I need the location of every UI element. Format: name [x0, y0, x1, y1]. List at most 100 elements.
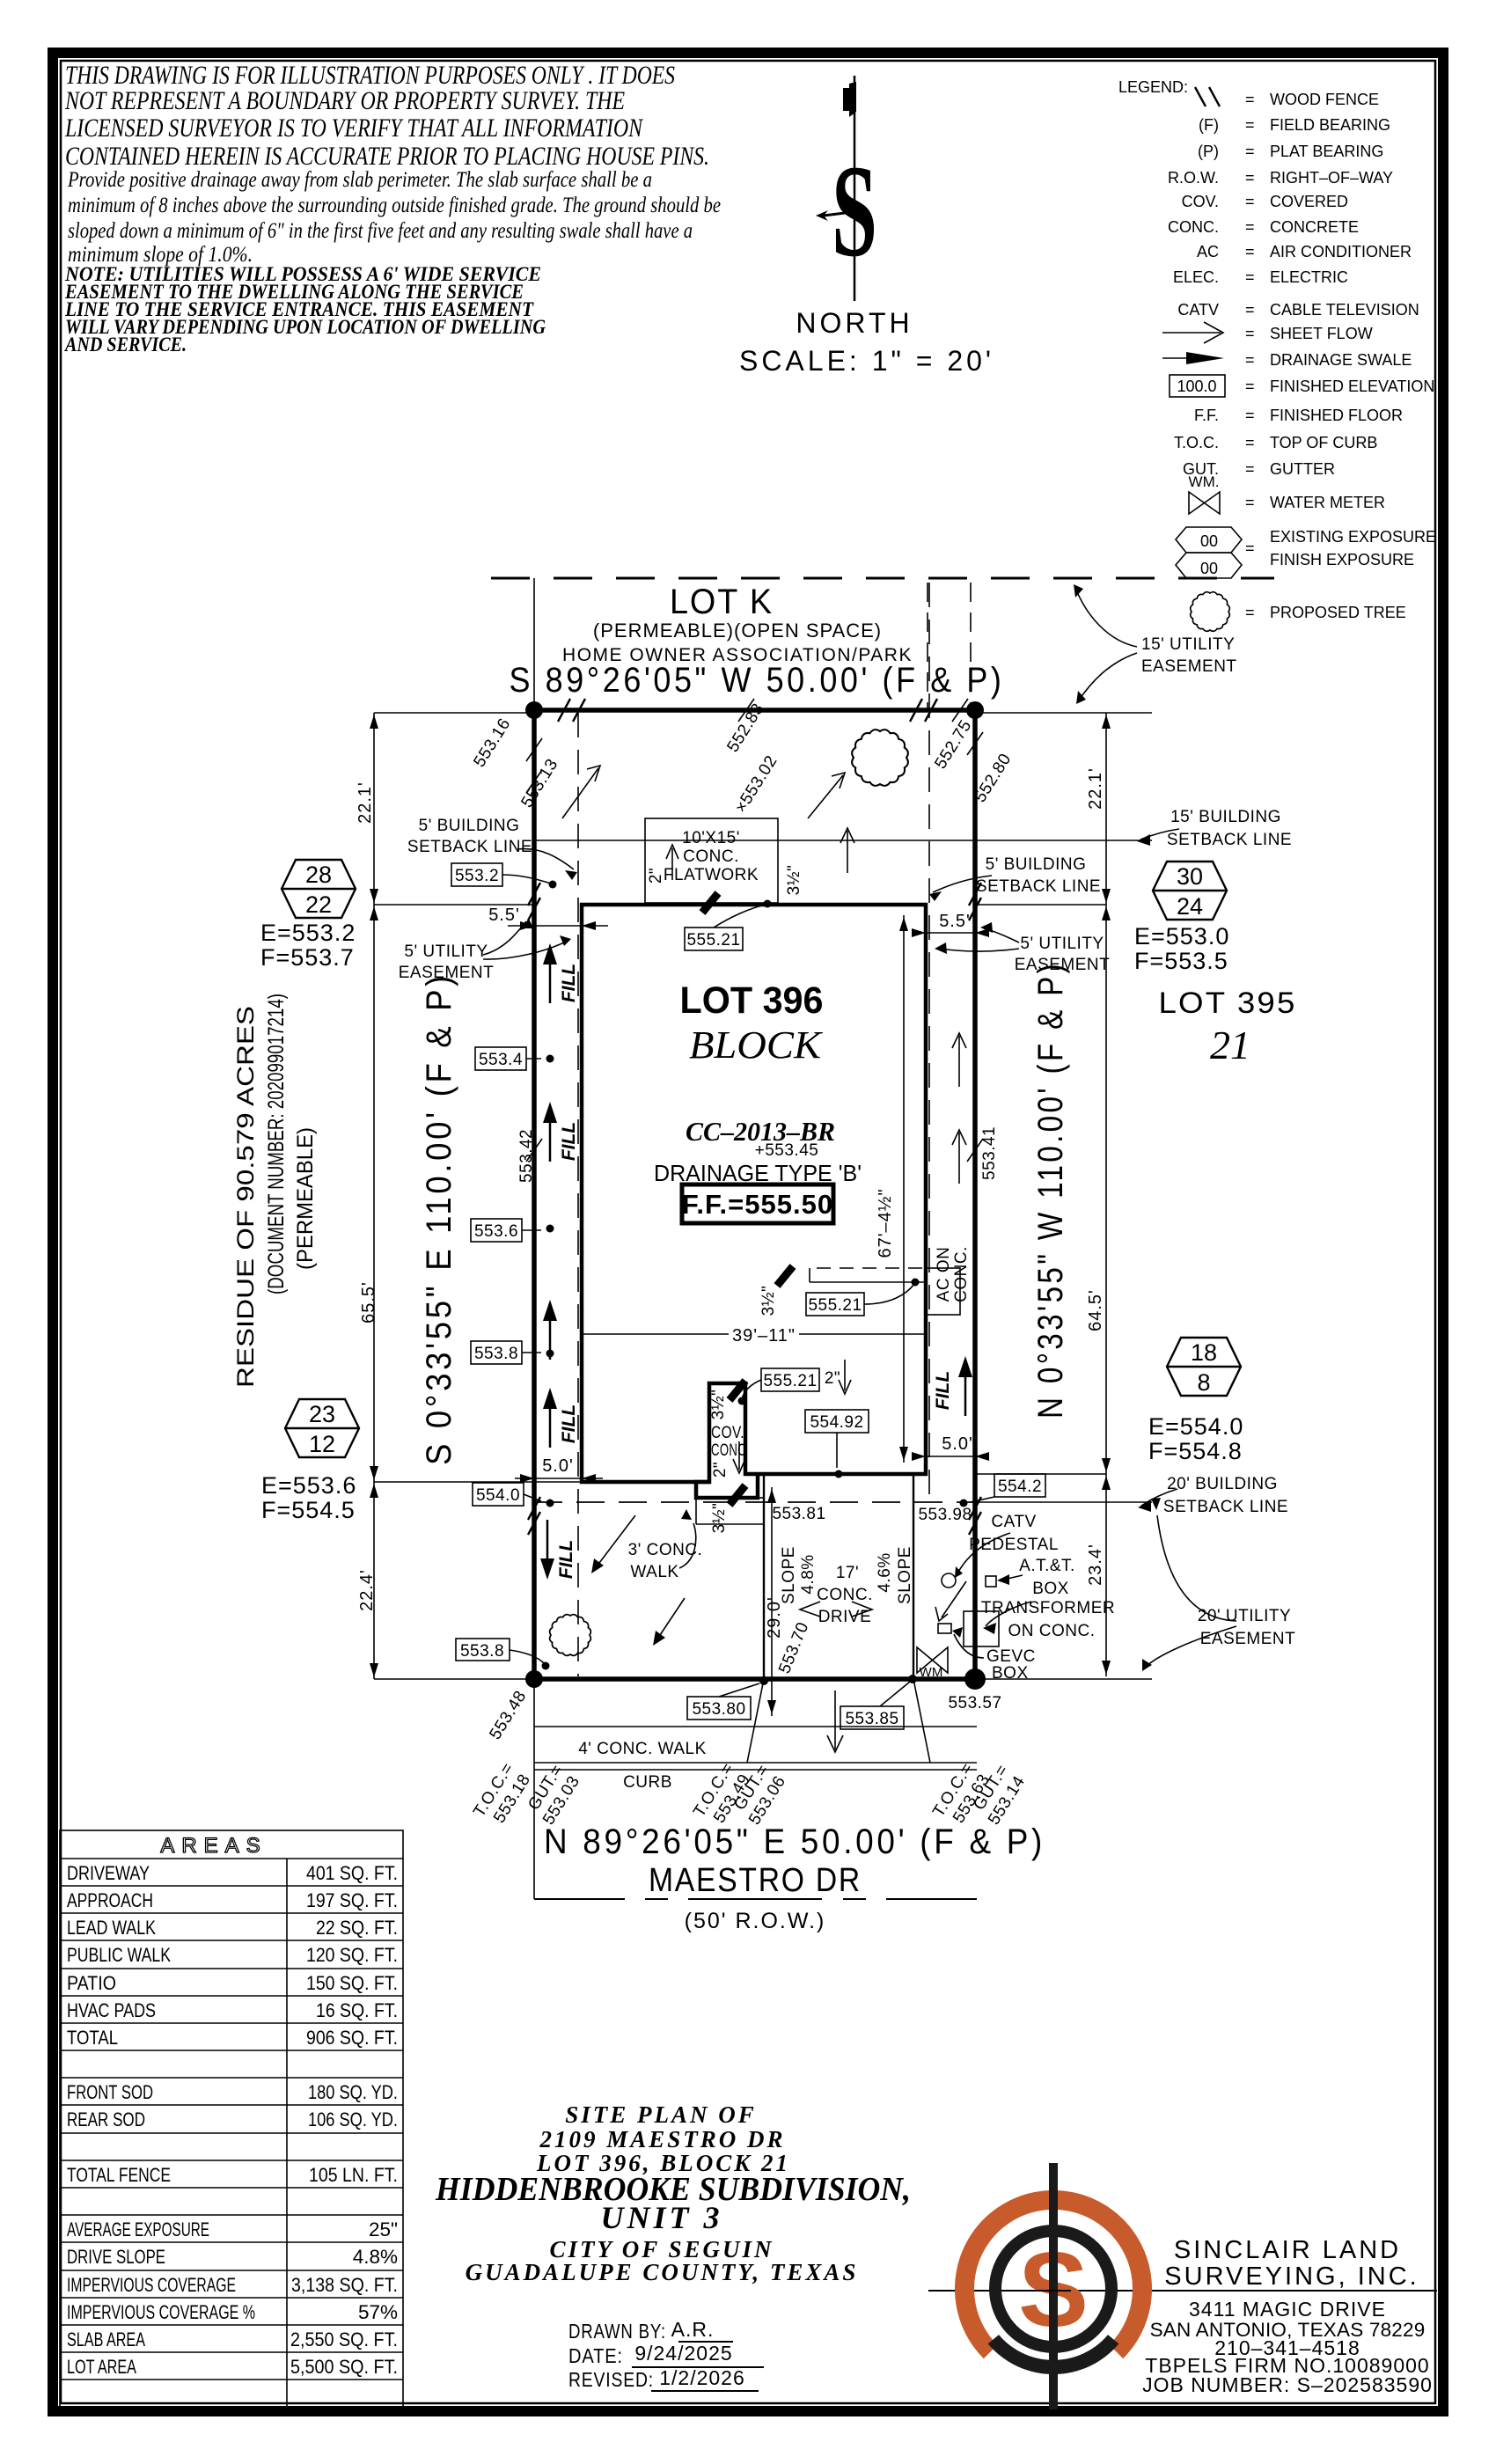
svg-text:SINCLAIR LAND: SINCLAIR LAND [1174, 2236, 1401, 2264]
svg-text:3½": 3½" [710, 1503, 729, 1534]
svg-text:DRAWN BY:: DRAWN BY: [568, 2320, 666, 2343]
svg-text:SETBACK LINE: SETBACK LINE [1163, 1498, 1288, 1516]
svg-text:3,138 SQ. FT.: 3,138 SQ. FT. [291, 2274, 398, 2296]
svg-text:(DOCUMENT NUMBER: 202099017214: (DOCUMENT NUMBER: 202099017214) [264, 994, 289, 1294]
svg-text:DRAINAGE SWALE: DRAINAGE SWALE [1270, 351, 1412, 369]
svg-text:553.4: 553.4 [479, 1051, 523, 1069]
svg-text:LINE TO THE SERVICE ENTRANCE.: LINE TO THE SERVICE ENTRANCE. THIS EASEM… [64, 298, 534, 320]
svg-text:FILL: FILL [556, 1540, 576, 1579]
svg-text:12: 12 [309, 1431, 335, 1457]
svg-text:24: 24 [1177, 893, 1203, 920]
svg-text:FINISHED FLOOR: FINISHED FLOOR [1270, 407, 1403, 424]
svg-text:3½": 3½" [709, 1390, 728, 1420]
svg-text:2": 2" [647, 868, 665, 884]
svg-text:COV.: COV. [1182, 193, 1219, 210]
svg-text:minimum slope of 1.0%.: minimum slope of 1.0%. [68, 243, 253, 267]
svg-text:552.75: 552.75 [931, 717, 975, 773]
svg-text:SLAB AREA: SLAB AREA [67, 2328, 145, 2350]
svg-text:553.42: 553.42 [517, 1129, 536, 1183]
svg-text:WM.: WM. [1189, 473, 1220, 490]
svg-text:×553.02: ×553.02 [731, 752, 781, 817]
svg-text:SHEET FLOW: SHEET FLOW [1270, 325, 1373, 342]
svg-text:SLOPE: SLOPE [896, 1546, 914, 1604]
svg-text:+553.45: +553.45 [755, 1141, 819, 1160]
svg-text:WM: WM [920, 1665, 943, 1680]
svg-text:HOME OWNER ASSOCIATION/PARK: HOME OWNER ASSOCIATION/PARK [562, 645, 913, 665]
svg-text:210–341–4518: 210–341–4518 [1214, 2336, 1360, 2359]
svg-text:25": 25" [369, 2218, 398, 2240]
svg-text:21: 21 [1210, 1023, 1250, 1067]
svg-text:39'–11": 39'–11" [732, 1326, 796, 1346]
svg-text:AIR CONDITIONER: AIR CONDITIONER [1270, 243, 1412, 260]
svg-text:CONC.: CONC. [952, 1246, 971, 1302]
svg-text:553.57: 553.57 [948, 1694, 1001, 1712]
svg-text:=: = [1245, 268, 1255, 286]
svg-text:100.0: 100.0 [1177, 378, 1216, 395]
svg-text:SETBACK LINE: SETBACK LINE [407, 838, 532, 856]
svg-text:106 SQ. YD.: 106 SQ. YD. [308, 2108, 398, 2130]
svg-text:A.T.&T.: A.T.&T. [1019, 1557, 1075, 1575]
svg-text:EXISTING EXPOSURE: EXISTING EXPOSURE [1270, 528, 1436, 546]
svg-text:15' UTILITY: 15' UTILITY [1141, 635, 1235, 654]
svg-text:CONC.: CONC. [817, 1586, 873, 1604]
svg-text:sloped down a minimum of 6" in: sloped down a minimum of 6" in the first… [68, 219, 693, 243]
svg-text:20' UTILITY: 20' UTILITY [1198, 1607, 1291, 1625]
svg-text:=: = [1245, 143, 1255, 160]
svg-text:22 SQ. FT.: 22 SQ. FT. [316, 1917, 398, 1939]
svg-text:LEGEND:: LEGEND: [1118, 78, 1188, 96]
svg-text:COV.: COV. [711, 1424, 744, 1442]
svg-text:3411 MAGIC DRIVE: 3411 MAGIC DRIVE [1189, 2298, 1386, 2321]
svg-text:GEVC: GEVC [986, 1647, 1036, 1666]
svg-text:67'–4½": 67'–4½" [876, 1188, 895, 1258]
svg-text:9/24/2025: 9/24/2025 [634, 2342, 732, 2365]
svg-text:LICENSED SURVEYOR IS TO VERIFY: LICENSED SURVEYOR IS TO VERIFY THAT ALL … [64, 114, 643, 143]
svg-text:Provide positive drainage away: Provide positive drainage away from slab… [67, 168, 652, 192]
svg-text:AC: AC [1197, 243, 1219, 260]
svg-text:22.4': 22.4' [357, 1569, 377, 1611]
svg-text:NORTH: NORTH [796, 307, 913, 339]
svg-text:BOX: BOX [1032, 1580, 1069, 1598]
svg-text:4.6%: 4.6% [876, 1552, 894, 1592]
svg-text:PEDESTAL: PEDESTAL [969, 1536, 1059, 1554]
svg-text:28: 28 [305, 862, 332, 888]
svg-text:WOOD FENCE: WOOD FENCE [1270, 91, 1379, 108]
svg-text:5.5': 5.5' [488, 906, 520, 925]
svg-text:TOTAL FENCE: TOTAL FENCE [67, 2164, 171, 2186]
svg-text:2": 2" [711, 1462, 730, 1478]
svg-text:(PERMEABLE)(OPEN SPACE): (PERMEABLE)(OPEN SPACE) [593, 620, 882, 642]
svg-text:553.48: 553.48 [486, 1688, 530, 1743]
svg-text:22: 22 [305, 891, 332, 918]
svg-text:CATV: CATV [1177, 301, 1219, 319]
svg-text:A.R.: A.R. [671, 2318, 715, 2341]
svg-text:CONTAINED HEREIN IS ACCURATE P: CONTAINED HEREIN IS ACCURATE PRIOR TO PL… [65, 142, 709, 171]
svg-text:5,500 SQ. FT.: 5,500 SQ. FT. [290, 2356, 398, 2378]
svg-text:20' BUILDING: 20' BUILDING [1167, 1475, 1278, 1493]
svg-text:554.0: 554.0 [476, 1486, 520, 1505]
svg-text:REAR SOD: REAR SOD [67, 2108, 145, 2130]
svg-text:64.5': 64.5' [1086, 1289, 1105, 1331]
svg-text:=: = [1245, 301, 1255, 319]
svg-text:=: = [1245, 218, 1255, 236]
svg-text:PROPOSED TREE: PROPOSED TREE [1270, 604, 1406, 621]
svg-text:=: = [1245, 539, 1255, 557]
svg-text:CATV: CATV [991, 1513, 1036, 1531]
svg-text:180 SQ. YD.: 180 SQ. YD. [308, 2081, 398, 2103]
svg-text:FINISHED ELEVATION: FINISHED ELEVATION [1270, 378, 1434, 395]
svg-text:SURVEYING, INC.: SURVEYING, INC. [1164, 2262, 1419, 2291]
svg-text:906 SQ. FT.: 906 SQ. FT. [306, 2027, 398, 2049]
svg-text:5.5': 5.5' [939, 912, 971, 931]
svg-text:553.80: 553.80 [692, 1700, 745, 1719]
svg-text:CONC.: CONC. [1168, 218, 1219, 236]
svg-text:PATIO: PATIO [67, 1972, 116, 1994]
svg-text:IMPERVIOUS COVERAGE: IMPERVIOUS COVERAGE [67, 2274, 236, 2296]
svg-text:3½": 3½" [785, 865, 803, 896]
svg-text:EASEMENT: EASEMENT [399, 964, 495, 982]
svg-text:5' UTILITY: 5' UTILITY [404, 942, 488, 961]
svg-text:AND SERVICE.: AND SERVICE. [63, 334, 187, 356]
svg-text:RIGHT–OF–WAY: RIGHT–OF–WAY [1270, 169, 1393, 187]
svg-text:DRIVE: DRIVE [818, 1608, 872, 1626]
svg-text:00: 00 [1200, 560, 1218, 577]
svg-text:ELEC.: ELEC. [1173, 268, 1219, 286]
svg-text:555.21: 555.21 [686, 931, 740, 950]
svg-text:4' CONC. WALK: 4' CONC. WALK [578, 1740, 707, 1758]
